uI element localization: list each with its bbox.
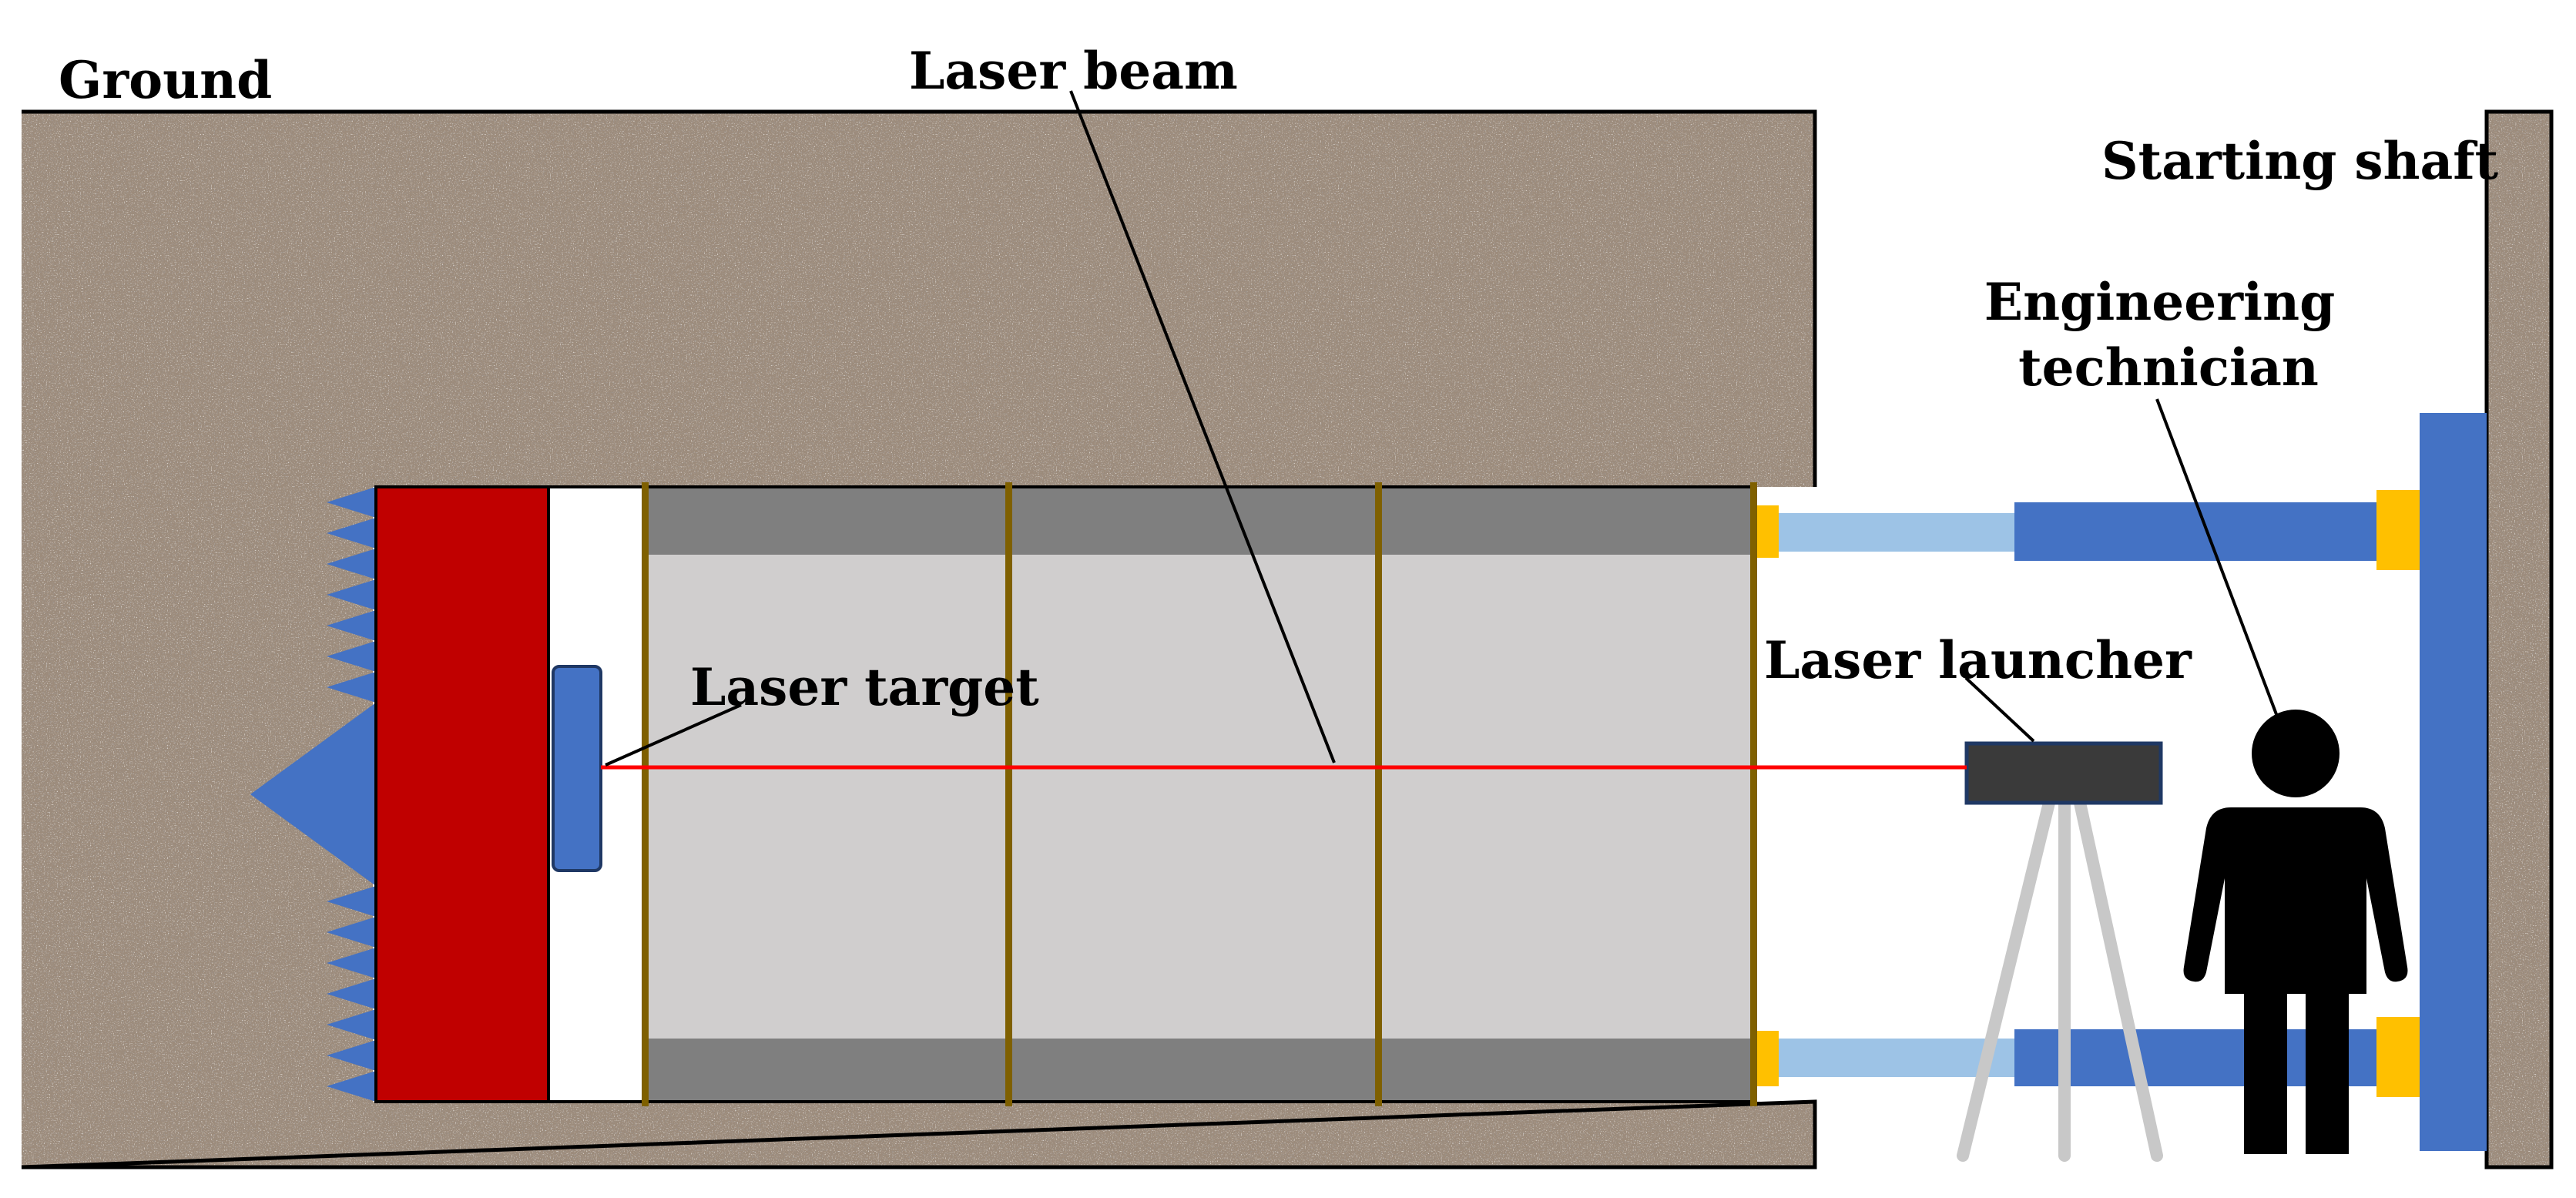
- soil-outline: [21, 109, 1817, 1169]
- cutter-teeth: [250, 487, 376, 1102]
- cutter-head: [374, 485, 550, 1103]
- laser-target-label: Laser target: [690, 657, 1039, 717]
- pipe-interior: [645, 487, 1754, 1102]
- technician-head: [2252, 710, 2340, 797]
- tripod-leg-right: [2074, 797, 2163, 1162]
- technician-body: [2183, 807, 2408, 994]
- pipe-joint-4: [1750, 482, 1757, 1106]
- engineering-technician-label: Engineering technician: [1984, 272, 2353, 398]
- pipe-joint-3: [1375, 482, 1382, 1106]
- leader-lines: [605, 90, 2280, 767]
- technician-leader: [2155, 398, 2280, 721]
- tripod: [1957, 797, 2163, 1162]
- tripod-leg-left: [1957, 797, 2055, 1162]
- jack-top-rod: [1779, 513, 2014, 552]
- pipe-top-wall: [645, 487, 1754, 555]
- ground-label: Ground: [59, 50, 272, 110]
- pipe-joint-2: [1005, 482, 1012, 1106]
- jack-bottom-end-connector: [2376, 1017, 2420, 1097]
- laser-beam-leader: [1069, 90, 1336, 763]
- starting-shaft-label: Starting shaft: [2101, 131, 2499, 191]
- pipe-bottom-wall: [645, 1039, 1754, 1102]
- technician-leg-right: [2306, 992, 2349, 1154]
- laser-launcher-label: Laser launcher: [1764, 630, 2192, 690]
- laser-launcher: [1964, 741, 2163, 805]
- laser-target: [552, 665, 602, 872]
- jack-bottom-rod: [1779, 1039, 2014, 1077]
- laser-beam-label: Laser beam: [909, 41, 1238, 101]
- engineering-technician-line2: technician: [2018, 337, 2319, 398]
- jack-top-connector: [1757, 505, 1779, 558]
- pipe-joint-1: [642, 482, 649, 1106]
- jack-top-end-connector: [2376, 490, 2420, 570]
- jack-top-cylinder: [2014, 502, 2376, 561]
- jack-bottom-connector: [1757, 1031, 1779, 1086]
- jacking-system: [1757, 413, 2487, 1151]
- laser-target-leader: [605, 703, 742, 767]
- pipe-string: [642, 482, 1757, 1106]
- thrust-wall: [2420, 413, 2487, 1151]
- technician-leg-left: [2244, 992, 2287, 1154]
- engineering-technician-line1: Engineering: [1984, 272, 2335, 332]
- laser-launcher-leader: [1964, 676, 2035, 743]
- technician-figure: [2183, 710, 2408, 1154]
